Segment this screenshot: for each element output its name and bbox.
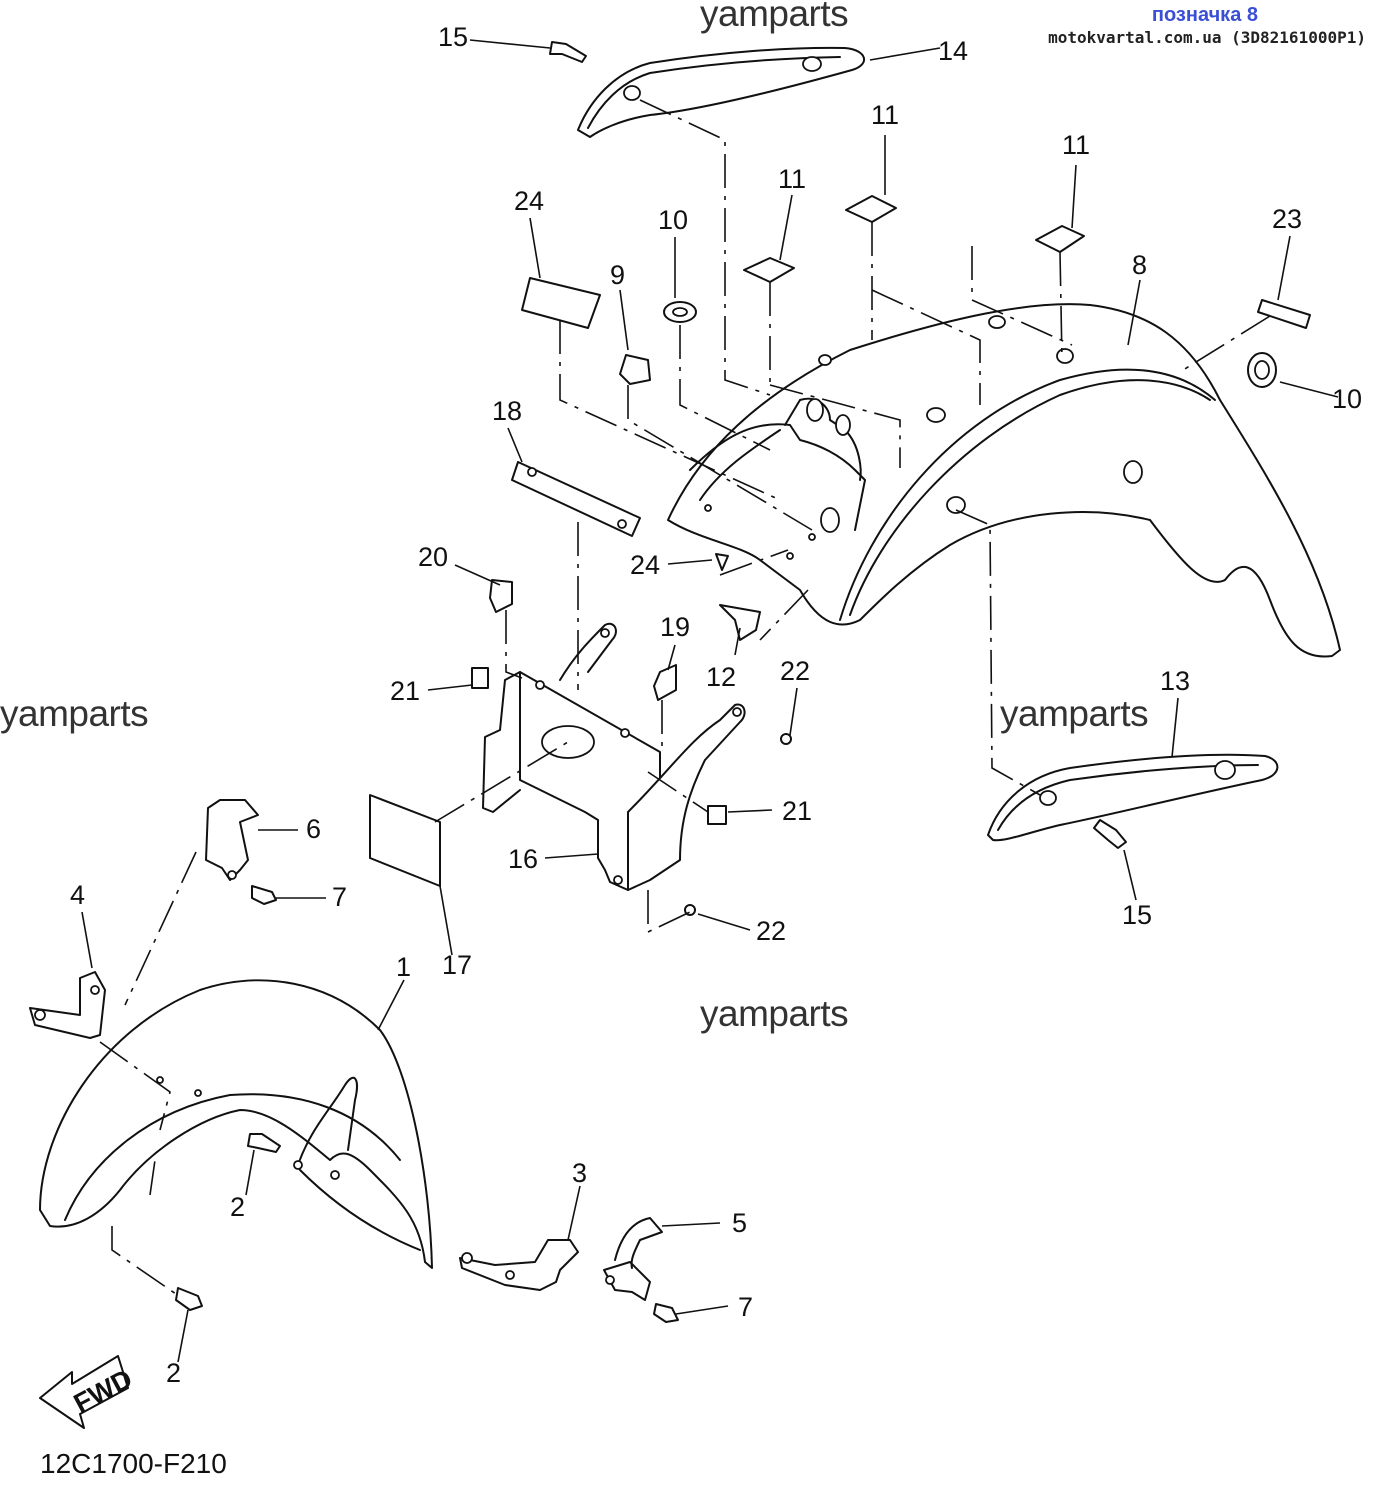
callout-label: 22 [780, 656, 810, 686]
callout-label: 7 [332, 882, 347, 912]
callout-label: 9 [610, 260, 625, 290]
watermark: yamparts [0, 693, 148, 734]
callout-label: 11 [871, 100, 899, 130]
callout-label: 2 [230, 1192, 245, 1222]
callout-label: 11 [1062, 130, 1090, 160]
callout-label: 7 [738, 1292, 753, 1322]
watermark: yamparts [1000, 693, 1148, 734]
callout-label: 23 [1272, 204, 1302, 234]
figure-code: 12C1700-F210 [40, 1448, 227, 1479]
small-parts [369, 41, 1311, 916]
callout-label: 3 [572, 1158, 587, 1188]
callout-label: 1 [396, 952, 411, 982]
rear-fender [667, 303, 1341, 658]
callout-label: 15 [1122, 900, 1152, 930]
callout-label: 14 [938, 36, 968, 66]
leader-lines [81, 39, 1339, 1363]
callout-label: 24 [630, 550, 660, 580]
callout-label: 18 [492, 396, 522, 426]
callout-label: 6 [306, 814, 321, 844]
callout-label: 22 [756, 916, 786, 946]
callout-labels: 15 14 11 11 11 24 10 9 23 8 10 18 20 24 … [70, 22, 1362, 1388]
callout-label: 17 [442, 950, 472, 980]
callout-label: 19 [660, 612, 690, 642]
page-title: позначка 8 [1151, 4, 1258, 26]
callout-label: 20 [418, 542, 448, 572]
callout-label: 11 [778, 164, 806, 194]
site-label: motokvartal.com.ua (3D82161000P1) [1048, 28, 1366, 47]
callout-label: 2 [166, 1358, 181, 1388]
callout-label: 4 [70, 880, 85, 910]
callout-label: 16 [508, 844, 538, 874]
watermarks: yamparts yamparts yamparts yamparts [0, 0, 1149, 1034]
callout-label: 13 [1160, 666, 1190, 696]
callout-label: 12 [706, 662, 736, 692]
front-brackets [29, 799, 679, 1323]
callout-label: 5 [732, 1208, 747, 1238]
front-fender [39, 979, 433, 1269]
callout-label: 21 [390, 676, 420, 706]
callout-label: 21 [782, 796, 812, 826]
fwd-arrow-icon: FWD [39, 1355, 137, 1429]
grab-bar-13 [987, 753, 1279, 842]
grab-bar-14 [577, 46, 865, 138]
callout-label: 15 [438, 22, 468, 52]
callout-label: 8 [1132, 250, 1147, 280]
watermark: yamparts [700, 0, 848, 34]
callout-label: 24 [514, 186, 544, 216]
callout-label: 10 [658, 205, 688, 235]
watermark: yamparts [700, 993, 848, 1034]
callout-label: 10 [1332, 384, 1362, 414]
